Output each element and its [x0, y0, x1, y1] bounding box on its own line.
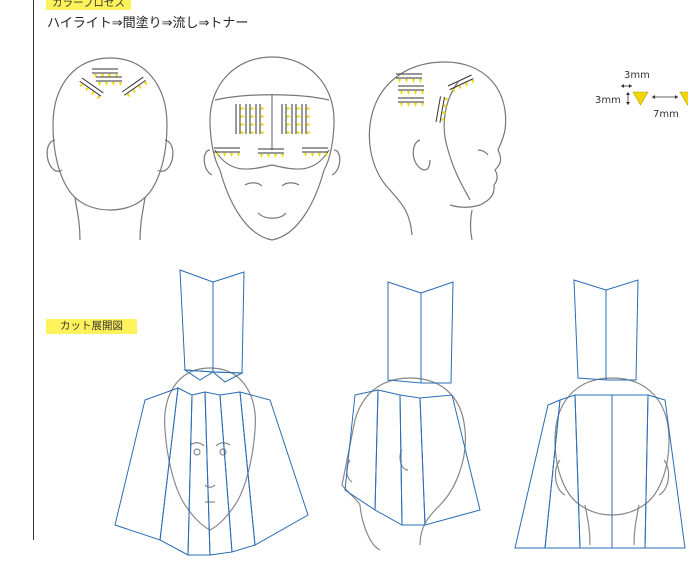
side-view-head	[368, 61, 507, 241]
cut-side-panels	[344, 281, 481, 526]
back-view-foils	[76, 68, 149, 101]
color-process-tag: カラープロセス	[46, 0, 131, 10]
cut-side-head	[341, 377, 467, 551]
top-view-head	[203, 56, 341, 241]
side-view-foils	[395, 73, 476, 125]
cut-diagram-tag: カット展開図	[46, 319, 137, 334]
top-view-foils	[213, 103, 329, 159]
legend-gap-label: 7mm	[653, 109, 679, 120]
cut-back-panels	[514, 279, 686, 549]
process-steps-text: ハイライト⇒間塗り⇒流し⇒トナー	[47, 16, 249, 31]
page-left-rule	[33, 0, 34, 540]
foil-size-legend: 3mm 3mm 7mm	[595, 70, 688, 120]
legend-height-label: 3mm	[595, 95, 621, 106]
cut-front-panels	[114, 269, 309, 556]
legend-width-label: 3mm	[624, 70, 650, 81]
cut-front-head	[164, 367, 256, 531]
back-view-head	[46, 57, 174, 241]
